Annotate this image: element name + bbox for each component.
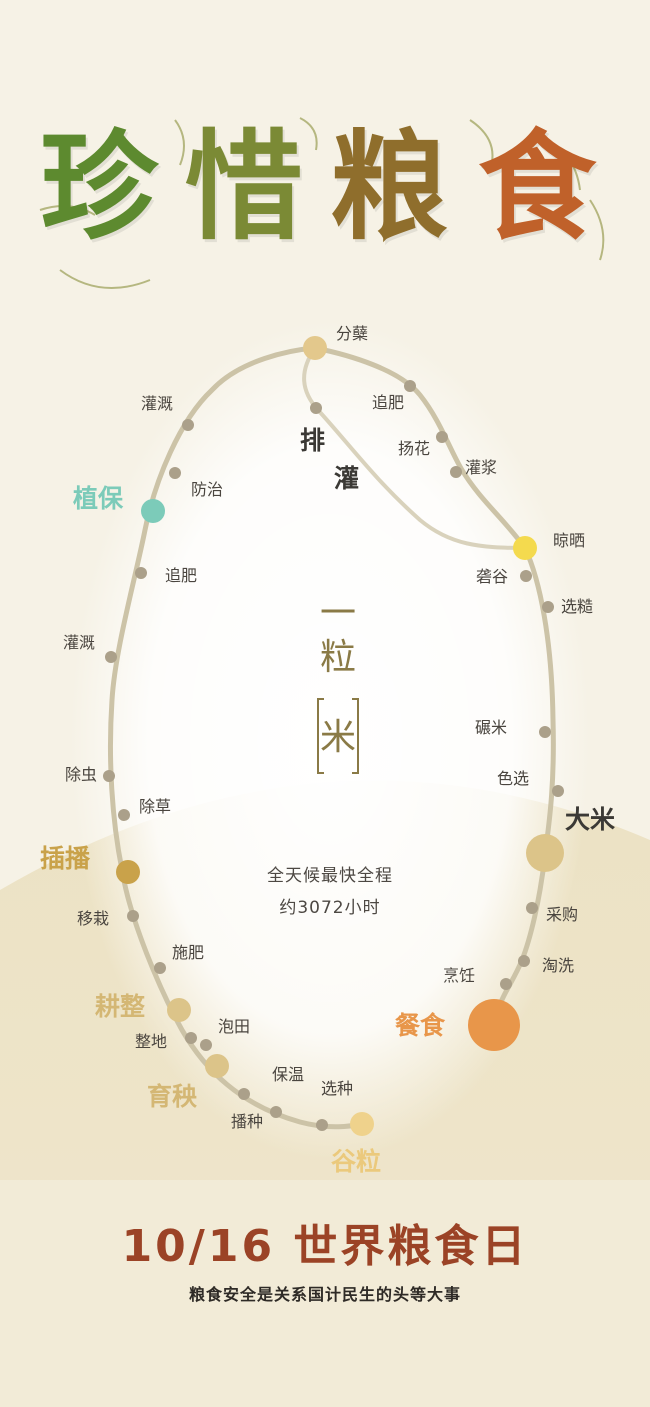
node-dami [526, 834, 564, 872]
stage-label-zhibao: 植保 [73, 484, 124, 513]
ground-fade [0, 1180, 650, 1407]
stop-yizai: 移栽 [77, 909, 110, 928]
node-yuyang [205, 1054, 229, 1078]
title-swirls [39, 117, 605, 289]
stage-label-gengzheng: 耕整 [95, 992, 146, 1021]
stop-sexuan: 色选 [497, 769, 530, 788]
stop-zhuifei-2: 追肥 [165, 566, 198, 585]
stop-pengren: 烹饪 [443, 966, 476, 985]
date-heading: 10/16 世界粮食日 [121, 1221, 529, 1272]
stop-paotian: 泡田 [218, 1017, 251, 1036]
stage-label-guli: 谷粒 [331, 1147, 382, 1176]
stop-taoxi: 淘洗 [542, 956, 575, 975]
duration-line-2: 约3072小时 [279, 898, 381, 918]
node-liangshai [513, 536, 537, 560]
node-chabo [116, 860, 140, 884]
stage-label-yuyang: 育秧 [147, 1082, 198, 1111]
stop-fangzhi: 防治 [191, 480, 224, 499]
title-char-2: 惜 [185, 117, 304, 256]
rice-path-right [312, 345, 556, 1028]
center-char-3: 米 [319, 717, 356, 758]
stop-liangshai: 晾晒 [553, 531, 586, 550]
node-gengzheng [167, 998, 191, 1022]
node-fennie [303, 336, 327, 360]
stage-label-dami: 大米 [565, 805, 616, 834]
node-zhibao [141, 499, 165, 523]
stop-xuancao: 选糙 [561, 597, 594, 616]
stop-bozhong: 播种 [231, 1112, 264, 1131]
title-char-3: 粮 [330, 117, 449, 256]
stop-fennie: 分蘖 [336, 324, 369, 343]
stop-caigou: 采购 [546, 905, 579, 924]
stop-xuanzhong: 选种 [321, 1079, 354, 1098]
stop-baowen: 保温 [272, 1065, 305, 1084]
title-char-4: 食 [478, 117, 597, 256]
node-canshi [468, 999, 520, 1051]
rice-path [107, 345, 365, 1130]
node-guli [350, 1112, 374, 1136]
stop-shifei: 施肥 [172, 943, 205, 962]
stop-ligu: 砻谷 [476, 567, 509, 586]
duration-line-1: 全天候最快全程 [267, 866, 393, 886]
drainage-path [302, 346, 527, 550]
stop-dots [103, 380, 564, 1131]
slogan: 粮食安全是关系国计民生的头等大事 [188, 1285, 461, 1304]
center-glow [70, 320, 590, 1160]
stop-zhengdi: 整地 [135, 1032, 168, 1051]
stop-zhuifei-1: 追肥 [372, 393, 405, 412]
stage-label-canshi: 餐食 [395, 1011, 446, 1040]
title-char-1: 珍 [40, 117, 159, 256]
stage-label-guan: 灌 [334, 464, 360, 493]
stage-label-chabo: 插播 [40, 844, 91, 873]
stop-nianmi: 碾米 [475, 718, 508, 737]
center-char-2: 粒 [319, 637, 356, 678]
stage-label-pai: 排 [300, 426, 326, 455]
stop-chucao: 除草 [139, 797, 172, 816]
stop-yanghua: 扬花 [398, 439, 431, 458]
stop-guangai-2: 灌溉 [63, 633, 96, 652]
stop-guanjiang: 灌浆 [465, 458, 498, 477]
center-char-1: 一 [319, 593, 356, 634]
rice-bracket [317, 698, 359, 774]
stop-guangai-1: 灌溉 [141, 394, 174, 413]
stop-chuchong: 除虫 [65, 765, 98, 784]
